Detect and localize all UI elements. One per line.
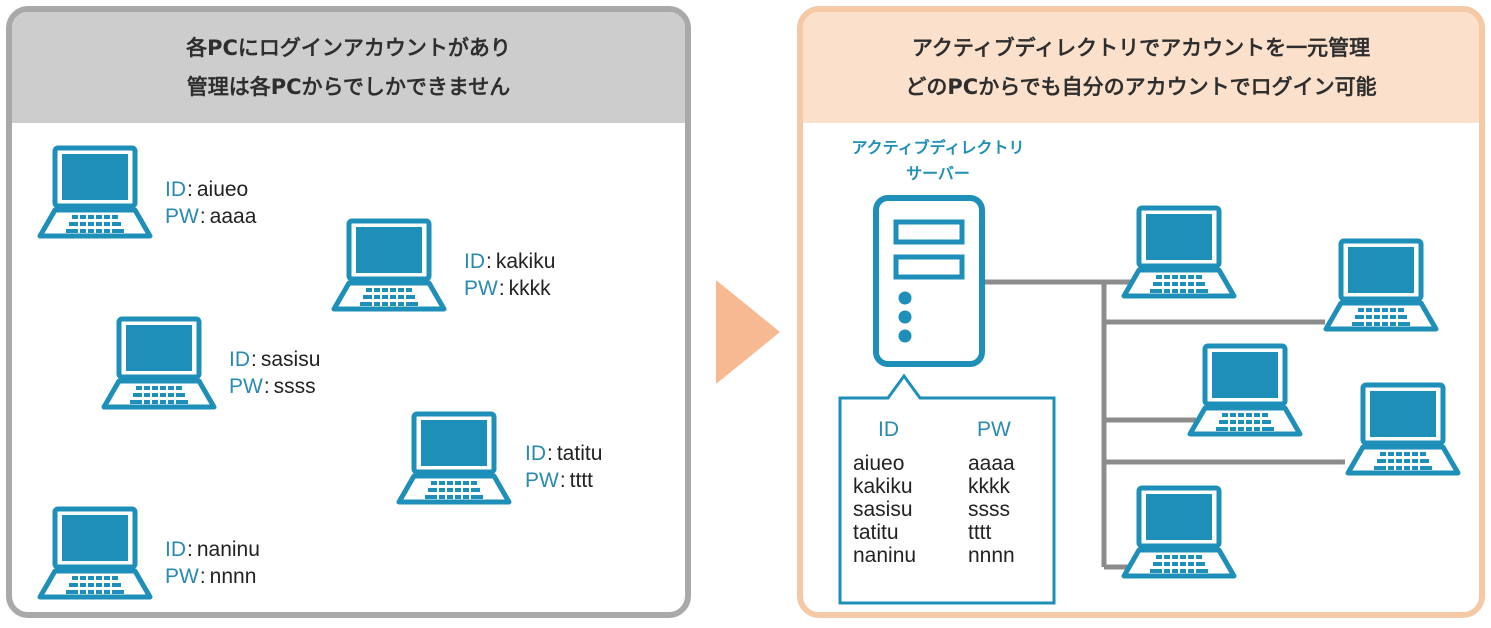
table-id-cell: kakiku — [853, 475, 913, 498]
server-icon — [873, 195, 985, 367]
account-id: tatitu — [556, 442, 603, 465]
left-header-line-1: 各PCにログインアカウントがあり — [186, 35, 511, 60]
ad-server-label-line-2: サーバー — [906, 164, 970, 183]
account-credentials: ID:tatitu PW:tttt — [525, 442, 603, 492]
right-panel-header: アクティブディレクトリでアカウントを一元管理 どのPCからでも自分のアカウントで… — [803, 12, 1479, 123]
transition-arrow-icon — [716, 280, 780, 384]
account-pw: tttt — [569, 469, 594, 492]
pw-key-label: PW — [525, 469, 559, 492]
laptop-icon — [1120, 484, 1238, 580]
left-header-line-2: 管理は各PCからでしかできません — [186, 74, 511, 99]
account-id: sasisu — [260, 348, 321, 371]
id-key-label: ID — [464, 250, 485, 273]
table-id-cell: aiueo — [853, 452, 905, 475]
left-panel-header: 各PCにログインアカウントがあり 管理は各PCからでしかできません — [12, 12, 685, 123]
table-pw-cell: tttt — [968, 521, 992, 544]
laptop-icon — [1186, 342, 1304, 438]
laptop-icon — [1120, 204, 1238, 300]
table-pw-cell: aaaa — [968, 452, 1015, 475]
pw-key-label: PW — [464, 277, 498, 300]
id-key-label: ID — [165, 178, 186, 201]
account-table-bubble — [838, 373, 1056, 605]
account-id: kakiku — [495, 250, 556, 273]
account-credentials: ID:kakiku PW:kkkk — [464, 250, 556, 300]
account-pw: ssss — [273, 375, 316, 398]
account-pw: aaaa — [209, 205, 257, 228]
ad-server-label-line-1: アクティブディレクトリ — [851, 138, 1025, 157]
id-key-label: ID — [165, 538, 186, 561]
table-id-column: aiueo kakiku sasisu tatitu naninu — [853, 452, 916, 567]
table-id-cell: naninu — [853, 544, 917, 567]
table-pw-header: PW — [977, 418, 1011, 441]
right-header-line-1: アクティブディレクトリでアカウントを一元管理 — [911, 35, 1371, 60]
table-pw-cell: kkkk — [968, 475, 1010, 498]
account-id: naninu — [196, 538, 260, 561]
id-key-label: ID — [229, 348, 250, 371]
account-pw: nnnn — [209, 565, 257, 588]
table-pw-cell: ssss — [968, 498, 1010, 521]
account-pw: kkkk — [508, 277, 551, 300]
laptop-icon — [1344, 381, 1462, 477]
ad-server-label: アクティブディレクトリ サーバー — [808, 135, 1068, 187]
account-credentials: ID:aiueo PW:aaaa — [165, 178, 257, 228]
pw-key-label: PW — [229, 375, 263, 398]
pw-key-label: PW — [165, 205, 199, 228]
table-pw-cell: nnnn — [968, 544, 1015, 567]
account-credentials: ID:naninu PW:nnnn — [165, 538, 260, 588]
table-pw-column: aaaa kkkk ssss tttt nnnn — [968, 452, 1015, 567]
laptop-icon — [1322, 237, 1440, 333]
account-id: aiueo — [196, 178, 249, 201]
table-id-cell: tatitu — [853, 521, 899, 544]
right-header-line-2: どのPCからでも自分のアカウントでログイン可能 — [905, 74, 1377, 99]
pw-key-label: PW — [165, 565, 199, 588]
account-credentials: ID:sasisu PW:ssss — [229, 348, 321, 398]
table-id-header: ID — [878, 418, 899, 441]
table-id-cell: sasisu — [853, 498, 913, 521]
id-key-label: ID — [525, 442, 546, 465]
